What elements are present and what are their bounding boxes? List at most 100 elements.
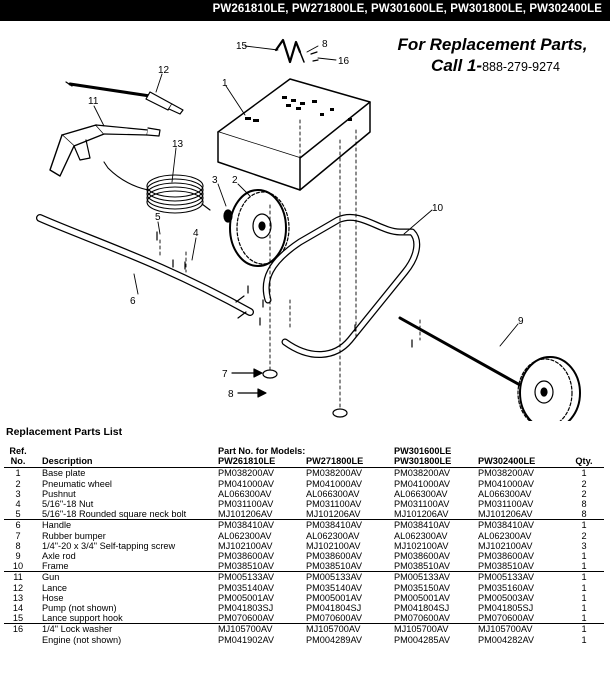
part-description: Engine (not shown): [42, 634, 122, 645]
part-no-pw261810le: PM041000AV: [218, 478, 275, 489]
ref-number: 16: [4, 623, 32, 635]
part-no-pw261810le: MJ102100AV: [218, 540, 273, 551]
part-description: Lance: [42, 582, 68, 593]
hose-coil-drawing: [103, 161, 211, 214]
part-description: Rubber bumper: [42, 530, 106, 541]
ref-number: 4: [15, 499, 21, 510]
part-description: Lance support hook: [42, 613, 123, 624]
ref-number: 15: [12, 613, 24, 624]
callout-line2: Call 1-: [431, 56, 483, 75]
part-no-pw271800le: PM035140AV: [306, 582, 363, 593]
ref-number: 10: [12, 561, 24, 572]
callout-3: 3: [212, 175, 218, 186]
col-p3-header-line1: PW301600LE: [394, 446, 452, 456]
ref-number: 7: [15, 530, 21, 541]
part-no-pw271800le: PM005133AV: [304, 571, 392, 583]
part-no-pw271800le: PM070600AV: [306, 613, 363, 624]
exploded-parts-diagram: 15 8 16 1 12 11 13 3 2 4 5 6 10 9 7 8: [36, 38, 581, 421]
callout-2: 2: [232, 175, 238, 186]
part-no-pw302400le: PM041000AV: [478, 478, 535, 489]
ref-header-line2: No.: [4, 456, 32, 469]
part-no-pw301600le-pw301800le: PM041804SJ: [394, 603, 450, 614]
part-no-pw301600le-pw301800le: PM038510AV: [394, 561, 451, 572]
quantity: 2: [581, 478, 587, 489]
ref-header-line1: Ref.: [9, 446, 27, 456]
part-description: Axle rod: [42, 551, 76, 562]
ref-number: 12: [12, 582, 24, 593]
frame-drawing: [262, 213, 421, 358]
table-header-row: No. Description PW261810LE PW271800LE PW…: [4, 456, 604, 469]
models-caption: Part No. for Models:: [218, 446, 306, 456]
callout-4: 4: [193, 228, 199, 239]
part-no-pw301600le-pw301800le: AL066300AV: [394, 488, 448, 499]
part-no-pw301600le-pw301800le: PM038410AV: [392, 519, 476, 531]
part-no-pw302400le: PM004282AV: [478, 634, 535, 645]
part-no-pw261810le: PM005001AV: [218, 592, 275, 603]
replacement-parts-callout: For Replacement Parts, Call 1-888-279-92…: [380, 34, 605, 78]
part-no-pw301600le-pw301800le: PM004285AV: [394, 634, 451, 645]
quantity: 1: [581, 603, 587, 614]
part-no-pw302400le: PM041805SJ: [478, 603, 534, 614]
callout-5: 5: [155, 212, 161, 223]
part-no-pw261810le: MJ105700AV: [216, 623, 304, 635]
part-no-pw301600le-pw301800le: AL062300AV: [394, 530, 448, 541]
callout-13: 13: [172, 139, 184, 150]
part-no-pw301600le-pw301800le: MJ101206AV: [394, 509, 449, 520]
callout-10: 10: [432, 203, 444, 214]
part-no-pw302400le: PM005133AV: [476, 571, 564, 583]
lance-hook-drawing: [274, 38, 302, 64]
callout-8-top: 8: [322, 39, 328, 50]
part-no-pw271800le: PM041000AV: [306, 478, 363, 489]
quantity: 2: [581, 530, 587, 541]
callout-7: 7: [222, 369, 228, 380]
part-no-pw271800le: MJ101206AV: [306, 509, 361, 520]
callout-15: 15: [236, 41, 248, 52]
ref-number: 11: [4, 571, 32, 583]
part-no-pw302400le: MJ101206AV: [478, 509, 533, 520]
right-wheel-drawing: [517, 356, 581, 421]
part-no-pw271800le: AL062300AV: [306, 530, 360, 541]
part-no-pw302400le: PM038510AV: [478, 561, 535, 572]
part-description: 5/16"-18 Rounded square neck bolt: [42, 509, 187, 520]
part-no-pw302400le: PM035160AV: [478, 582, 535, 593]
quantity: 3: [581, 540, 587, 551]
part-no-pw302400le: PM070600AV: [478, 613, 535, 624]
col-p4-header: PW302400LE: [476, 456, 564, 469]
part-no-pw301600le-pw301800le: PM041000AV: [394, 478, 451, 489]
callout-9: 9: [518, 316, 524, 327]
part-no-pw271800le: PM041804SJ: [306, 603, 362, 614]
part-no-pw261810le: PM035140AV: [218, 582, 275, 593]
part-no-pw302400le: PM031100AV: [478, 499, 534, 510]
part-no-pw302400le: MJ102100AV: [478, 540, 533, 551]
ref-number: 5: [15, 509, 21, 520]
quantity: 8: [581, 509, 587, 520]
part-no-pw301600le-pw301800le: PM005001AV: [394, 592, 451, 603]
ref-number: 14: [12, 603, 24, 614]
quantity: 1: [581, 592, 587, 603]
part-description: 1/4"-20 x 3/4" Self-tapping screw: [42, 540, 176, 551]
part-no-pw301600le-pw301800le: PM038600AV: [394, 551, 451, 562]
qty-header: Qty.: [564, 456, 604, 469]
description-header: Description: [32, 456, 216, 469]
part-no-pw302400le: PM038200AV: [478, 468, 535, 479]
part-description: Base plate: [42, 468, 86, 479]
part-no-pw261810le: AL066300AV: [218, 488, 272, 499]
part-description: 5/16"-18 Nut: [42, 499, 94, 510]
ref-number: [4, 635, 32, 645]
quantity: 1: [581, 551, 587, 562]
part-no-pw261810le: MJ101206AV: [218, 509, 273, 520]
quantity: 2: [581, 488, 587, 499]
callout-6: 6: [130, 296, 136, 307]
parts-table: Ref. Part No. for Models: PW301600LE No.…: [4, 446, 604, 645]
col-p3-header-line2: PW301800LE: [392, 456, 476, 469]
part-no-pw302400le: PM005003AV: [478, 592, 535, 603]
